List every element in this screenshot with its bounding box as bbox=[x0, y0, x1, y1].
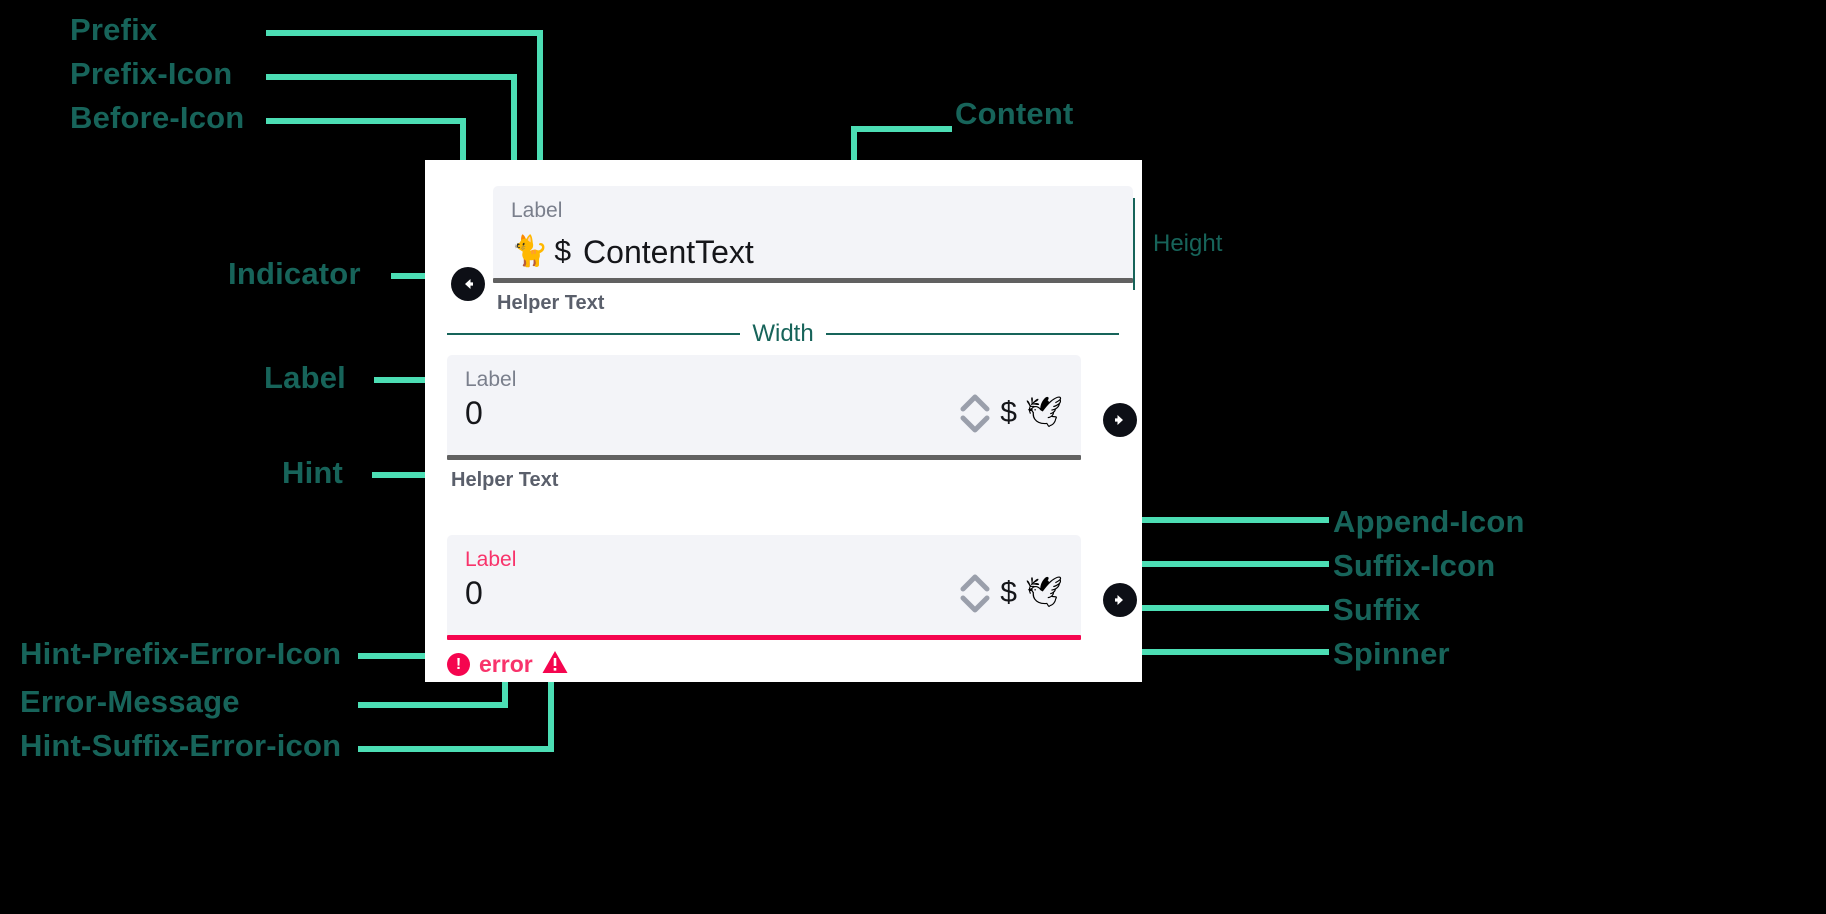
error-field-box[interactable]: Label 0 bbox=[447, 535, 1081, 635]
text-field-group: Label 🐈 $ ContentText Helper Text bbox=[435, 186, 1133, 315]
annotation-error-message: Error-Message bbox=[20, 684, 240, 719]
error-message: error bbox=[479, 651, 533, 677]
error-row: ! error bbox=[447, 650, 1081, 679]
annotation-hint-prefix-error-icon: Hint-Prefix-Error-Icon bbox=[20, 636, 342, 671]
leader-before-icon bbox=[266, 118, 466, 124]
error-suffix-text: $ bbox=[1000, 576, 1017, 609]
height-ruler-label: Height bbox=[1153, 230, 1223, 257]
leader-prefix-icon bbox=[266, 74, 517, 80]
leader-hint-suffix-error-icon bbox=[358, 746, 554, 752]
leader-prefix-icon-v bbox=[511, 74, 517, 236]
prefix-icon: 🐈 bbox=[511, 235, 549, 268]
number-field-value[interactable]: 0 bbox=[465, 395, 483, 431]
annotation-before-icon: Before-Icon bbox=[70, 100, 245, 135]
annotation-indicator: Indicator bbox=[228, 256, 361, 291]
width-ruler: Width bbox=[447, 320, 1120, 348]
annotation-suffix: Suffix bbox=[1333, 592, 1421, 627]
width-ruler-left-segment bbox=[447, 333, 741, 335]
error-field-indicator bbox=[447, 635, 1081, 640]
number-field-group: Label 0 bbox=[447, 355, 1137, 492]
annotation-spinner: Spinner bbox=[1333, 636, 1450, 671]
leader-spinner bbox=[996, 649, 1329, 655]
suffix-text: $ bbox=[1000, 396, 1017, 429]
leader-prefix bbox=[266, 30, 543, 36]
error-field-value[interactable]: 0 bbox=[465, 575, 483, 611]
leader-suffix-icon bbox=[1049, 561, 1329, 567]
error-circle-icon: ! bbox=[447, 653, 470, 676]
component-preview-card: Label 🐈 $ ContentText Helper Text Width bbox=[425, 160, 1142, 682]
leader-suffix bbox=[1023, 605, 1329, 611]
leader-hint-suffix-error-icon-v bbox=[548, 668, 554, 750]
prefix-text: $ bbox=[554, 235, 572, 268]
leader-append-icon bbox=[1101, 517, 1329, 523]
leader-hint-prefix-error-icon bbox=[358, 653, 462, 659]
leader-error-message bbox=[358, 702, 508, 708]
warning-triangle-icon bbox=[542, 650, 568, 679]
error-spinner-icon[interactable] bbox=[960, 574, 990, 613]
width-ruler-right-segment bbox=[825, 333, 1120, 335]
annotation-append-icon: Append-Icon bbox=[1333, 504, 1525, 539]
annotation-content: Content bbox=[955, 96, 1074, 131]
before-icon[interactable] bbox=[451, 267, 485, 301]
annotation-hint: Hint bbox=[282, 455, 344, 490]
error-suffix-icon: 🕊 bbox=[1024, 576, 1063, 609]
spinner-icon[interactable] bbox=[960, 394, 990, 433]
indicator bbox=[493, 278, 1133, 283]
leader-prefix-v bbox=[537, 30, 543, 236]
append-icon[interactable] bbox=[1103, 403, 1137, 437]
error-field-label: Label bbox=[465, 548, 517, 571]
number-field-indicator bbox=[447, 455, 1081, 460]
width-ruler-label: Width bbox=[752, 320, 814, 347]
text-field-content[interactable]: ContentText bbox=[583, 234, 754, 270]
annotation-label: Label bbox=[264, 360, 346, 395]
height-ruler bbox=[1133, 198, 1135, 290]
error-append-icon[interactable] bbox=[1103, 583, 1137, 617]
annotation-suffix-icon: Suffix-Icon bbox=[1333, 548, 1496, 583]
suffix-icon: 🕊 bbox=[1024, 396, 1063, 429]
text-field-label: Label bbox=[511, 199, 563, 222]
annotation-prefix-icon: Prefix-Icon bbox=[70, 56, 233, 91]
number-field-box[interactable]: Label 0 bbox=[447, 355, 1081, 455]
text-field-hint: Helper Text bbox=[497, 292, 605, 314]
number-field-label: Label bbox=[465, 368, 517, 391]
error-field-group: Label 0 bbox=[447, 535, 1137, 679]
number-field-hint: Helper Text bbox=[451, 469, 559, 491]
leader-content bbox=[851, 126, 952, 132]
leader-error-message-v bbox=[502, 664, 508, 705]
annotation-prefix: Prefix bbox=[70, 12, 158, 47]
annotation-hint-suffix-error-icon: Hint-Suffix-Error-icon bbox=[20, 728, 342, 763]
text-field-box[interactable]: Label 🐈 $ ContentText bbox=[493, 186, 1133, 278]
